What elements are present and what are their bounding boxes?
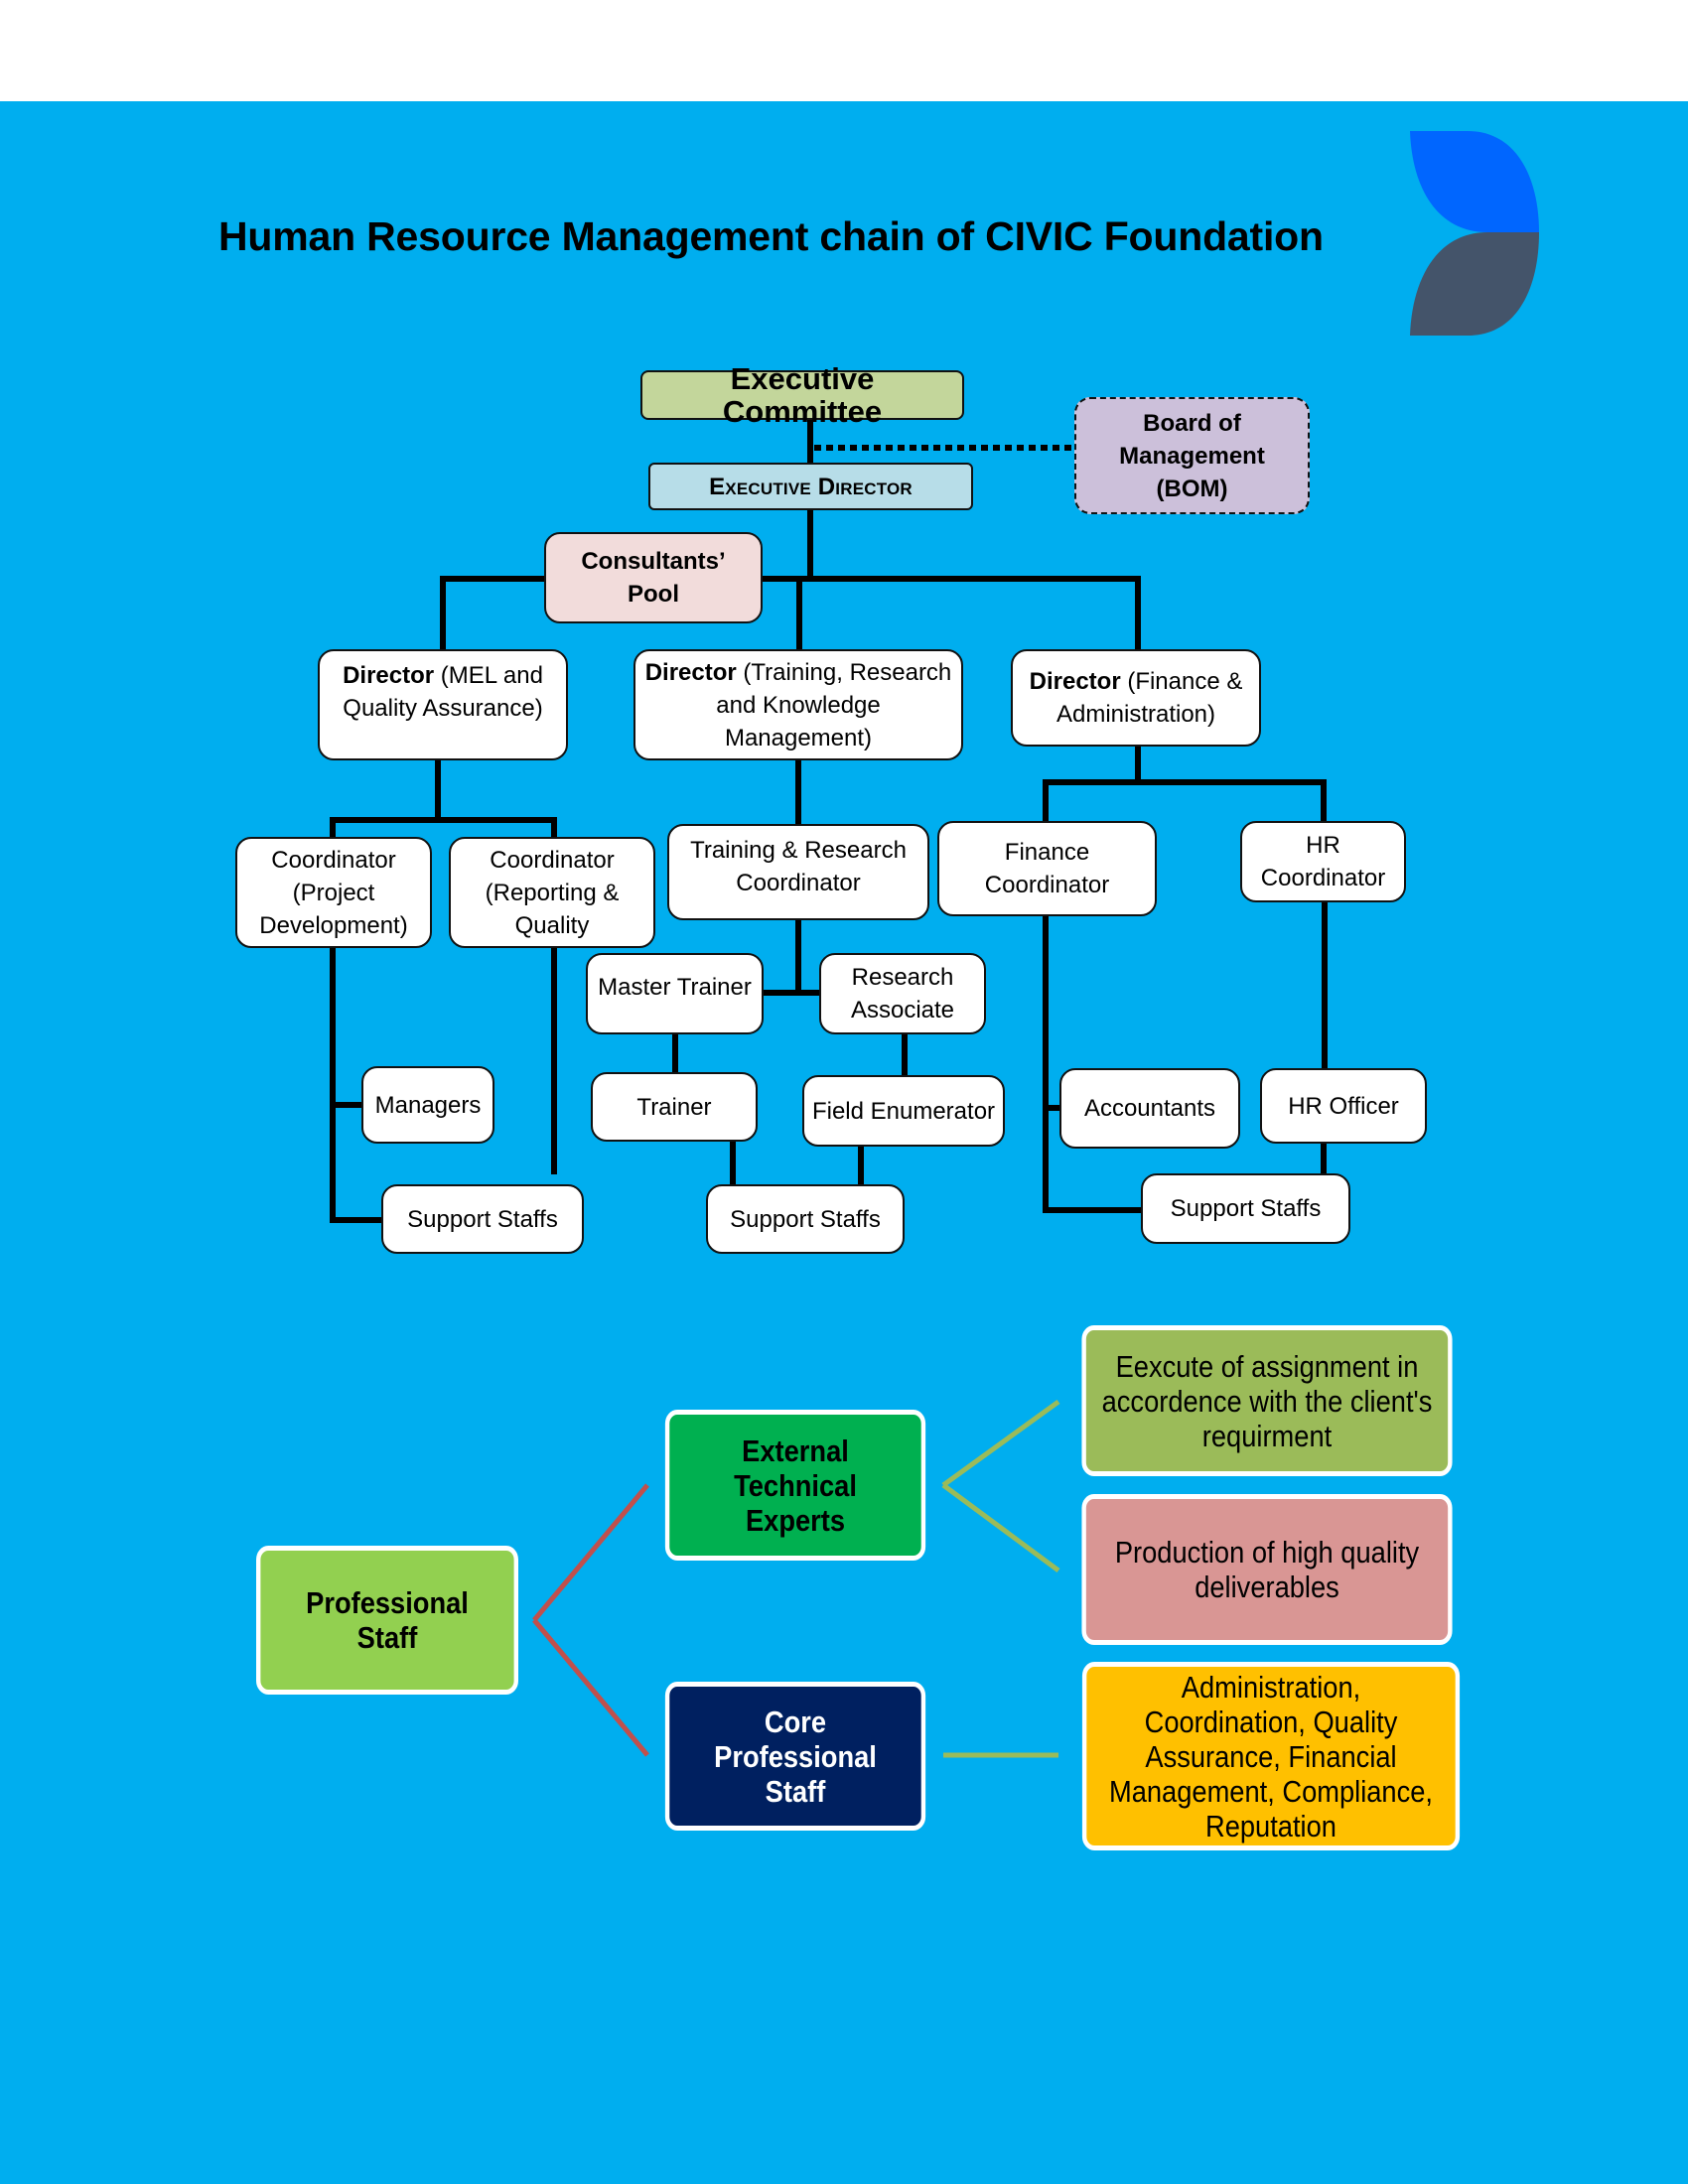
director-mel-node[interactable]: Director (MEL and Quality Assurance) — [318, 649, 568, 760]
coordinator-reporting-label: Coordinator (Reporting & Quality — [485, 846, 620, 939]
execute-assignment-node[interactable]: Eexcute of assignment in accordence with… — [1081, 1325, 1453, 1476]
leaf-logo-icon — [1410, 131, 1539, 336]
accountants-label: Accountants — [1083, 1095, 1216, 1122]
coordinator-reporting-node[interactable]: Coordinator (Reporting & Quality — [449, 837, 655, 948]
hr-coordinator-label: HR Coordinator — [1260, 832, 1386, 891]
core-responsibilities-label: Administration, Coordination, Quality As… — [1108, 1669, 1434, 1843]
training-research-coordinator-node[interactable]: Training & Research Coordinator — [667, 824, 929, 920]
consultants-pool-label: Consultants’ Pool — [581, 548, 726, 608]
training-research-coordinator-label: Training & Research Coordinator — [690, 837, 907, 896]
field-enumerator-node[interactable]: Field Enumerator — [802, 1075, 1005, 1147]
director-finance-label: Director (Finance & Administration) — [1029, 668, 1243, 728]
master-trainer-label: Master Trainer — [598, 974, 752, 1001]
mel-support-staffs-label: Support Staffs — [407, 1205, 558, 1233]
executive-committee-label: Executive Committee — [722, 361, 883, 429]
external-technical-experts-label: External Technical Experts — [734, 1433, 857, 1538]
consultants-pool-node[interactable]: Consultants’ Pool — [544, 532, 763, 623]
high-quality-deliverables-node[interactable]: Production of high quality deliverables — [1081, 1494, 1453, 1645]
core-professional-staff-label: Core Professional Staff — [714, 1704, 877, 1809]
trainer-node[interactable]: Trainer — [591, 1072, 758, 1142]
page-title: Human Resource Management chain of CIVIC… — [218, 213, 1324, 259]
mel-support-staffs-node[interactable]: Support Staffs — [381, 1184, 584, 1254]
director-training-node[interactable]: Director (Training, Research and Knowled… — [633, 649, 963, 760]
external-technical-experts-node[interactable]: External Technical Experts — [664, 1410, 926, 1561]
managers-label: Managers — [374, 1091, 482, 1119]
high-quality-deliverables-label: Production of high quality deliverables — [1114, 1535, 1420, 1604]
coordinator-project-label: Coordinator (Project Development) — [259, 846, 408, 939]
trainer-label: Trainer — [636, 1093, 712, 1121]
hr-officer-label: HR Officer — [1288, 1092, 1399, 1120]
hr-coordinator-node[interactable]: HR Coordinator — [1240, 821, 1406, 902]
accountants-node[interactable]: Accountants — [1059, 1068, 1240, 1149]
core-responsibilities-node[interactable]: Administration, Coordination, Quality As… — [1081, 1662, 1461, 1850]
director-mel-label: Director (MEL and Quality Assurance) — [343, 662, 543, 722]
executive-director-node[interactable]: Executive Director — [648, 463, 973, 510]
director-finance-node[interactable]: Director (Finance & Administration) — [1011, 649, 1261, 747]
professional-staff-node[interactable]: Professional Staff — [256, 1546, 518, 1695]
field-enumerator-label: Field Enumerator — [811, 1097, 996, 1125]
executive-director-label: Executive Director — [709, 473, 913, 500]
logo-bottom-leaf — [1410, 232, 1539, 336]
execute-assignment-label: Eexcute of assignment in accordence with… — [1101, 1348, 1433, 1453]
training-support-staffs-node[interactable]: Support Staffs — [706, 1184, 905, 1254]
logo-top-leaf — [1410, 131, 1539, 232]
director-training-label: Director (Training, Research and Knowled… — [644, 658, 952, 751]
master-trainer-node[interactable]: Master Trainer — [586, 953, 764, 1034]
hr-officer-node[interactable]: HR Officer — [1260, 1068, 1427, 1144]
finance-support-staffs-label: Support Staffs — [1170, 1195, 1322, 1222]
board-of-management-label: Board of Management (BOM) — [1119, 409, 1265, 502]
core-professional-staff-node[interactable]: Core Professional Staff — [664, 1682, 926, 1831]
finance-coordinator-label: Finance Coordinator — [984, 839, 1110, 898]
finance-support-staffs-node[interactable]: Support Staffs — [1141, 1173, 1350, 1244]
finance-coordinator-node[interactable]: Finance Coordinator — [937, 821, 1157, 916]
research-associate-label: Research Associate — [850, 964, 955, 1024]
coordinator-project-node[interactable]: Coordinator (Project Development) — [235, 837, 432, 948]
board-of-management-node[interactable]: Board of Management (BOM) — [1074, 397, 1310, 514]
training-support-staffs-label: Support Staffs — [730, 1205, 881, 1233]
professional-staff-label: Professional Staff — [306, 1585, 469, 1655]
managers-node[interactable]: Managers — [361, 1066, 494, 1144]
executive-committee-node[interactable]: Executive Committee — [640, 362, 964, 428]
research-associate-node[interactable]: Research Associate — [819, 953, 986, 1034]
